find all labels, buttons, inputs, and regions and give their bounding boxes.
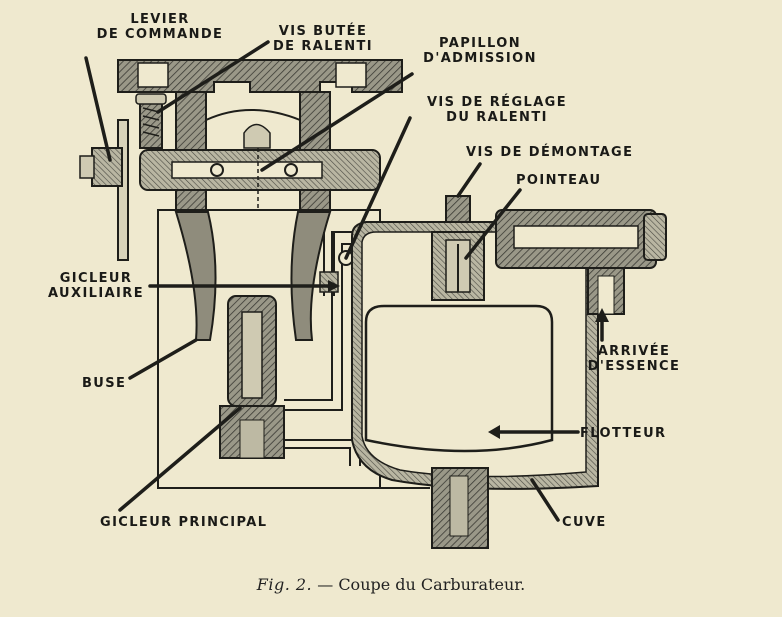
arrow-heads [328, 280, 609, 439]
label-gicleur-aux-line2: AUXILIAIRE [48, 286, 144, 301]
fuel-inlet [495, 209, 667, 315]
float-flotteur [364, 304, 554, 453]
label-papillon-d-admission: PAPILLON D'ADMISSION [410, 36, 550, 66]
label-arrivee-d-essence: ARRIVÉE D'ESSENCE [574, 344, 694, 374]
figure-caption: Fig. 2. — Coupe du Carburateur. [0, 575, 782, 594]
label-vis-de-reglage-du-ralenti: VIS DE RÉGLAGE DU RALENTI [402, 95, 592, 125]
leader-lines [84, 40, 604, 522]
label-levier-line1: LEVIER [130, 12, 190, 27]
label-buse: BUSE [82, 376, 127, 391]
label-gicleur-auxiliaire: GICLEUR AUXILIAIRE [40, 271, 152, 301]
label-vis-de-demontage: VIS DE DÉMONTAGE [466, 145, 634, 160]
label-cuve: CUVE [562, 515, 607, 530]
label-pointeau: POINTEAU [516, 173, 602, 188]
top-flange [117, 59, 403, 93]
label-arrivee-line2: D'ESSENCE [587, 359, 681, 374]
caption-text: Coupe du Carburateur. [338, 575, 526, 594]
butterfly-valve [139, 123, 381, 210]
label-vis-butee-line1: VIS BUTÉE [278, 24, 368, 39]
main-jet [219, 295, 285, 459]
label-gicleur-aux-line1: GICLEUR [59, 271, 133, 286]
needle-valve-pointeau [431, 231, 485, 301]
caption-dash: — [312, 575, 339, 594]
idle-stop-screw [135, 93, 167, 149]
label-levier-line2: DE COMMANDE [96, 27, 224, 42]
label-levier-de-commande: LEVIER DE COMMANDE [80, 12, 240, 42]
label-vis-butee-line2: DE RALENTI [272, 39, 374, 54]
label-flotteur: FLOTTEUR [580, 426, 667, 441]
label-vis-reglage-line1: VIS DE RÉGLAGE [426, 95, 568, 110]
label-vis-butee-de-ralenti: VIS BUTÉE DE RALENTI [258, 24, 388, 54]
venturi-buse [174, 211, 332, 341]
label-gicleur-principal: GICLEUR PRINCIPAL [100, 515, 268, 530]
disassembly-screw [445, 195, 471, 223]
label-papillon-line2: D'ADMISSION [423, 51, 537, 66]
label-arrivee-line1: ARRIVÉE [597, 344, 671, 359]
label-vis-reglage-line2: DU RALENTI [446, 110, 548, 125]
caption-figure-number: Fig. 2. [256, 575, 313, 594]
label-papillon-line1: PAPILLON [439, 36, 521, 51]
